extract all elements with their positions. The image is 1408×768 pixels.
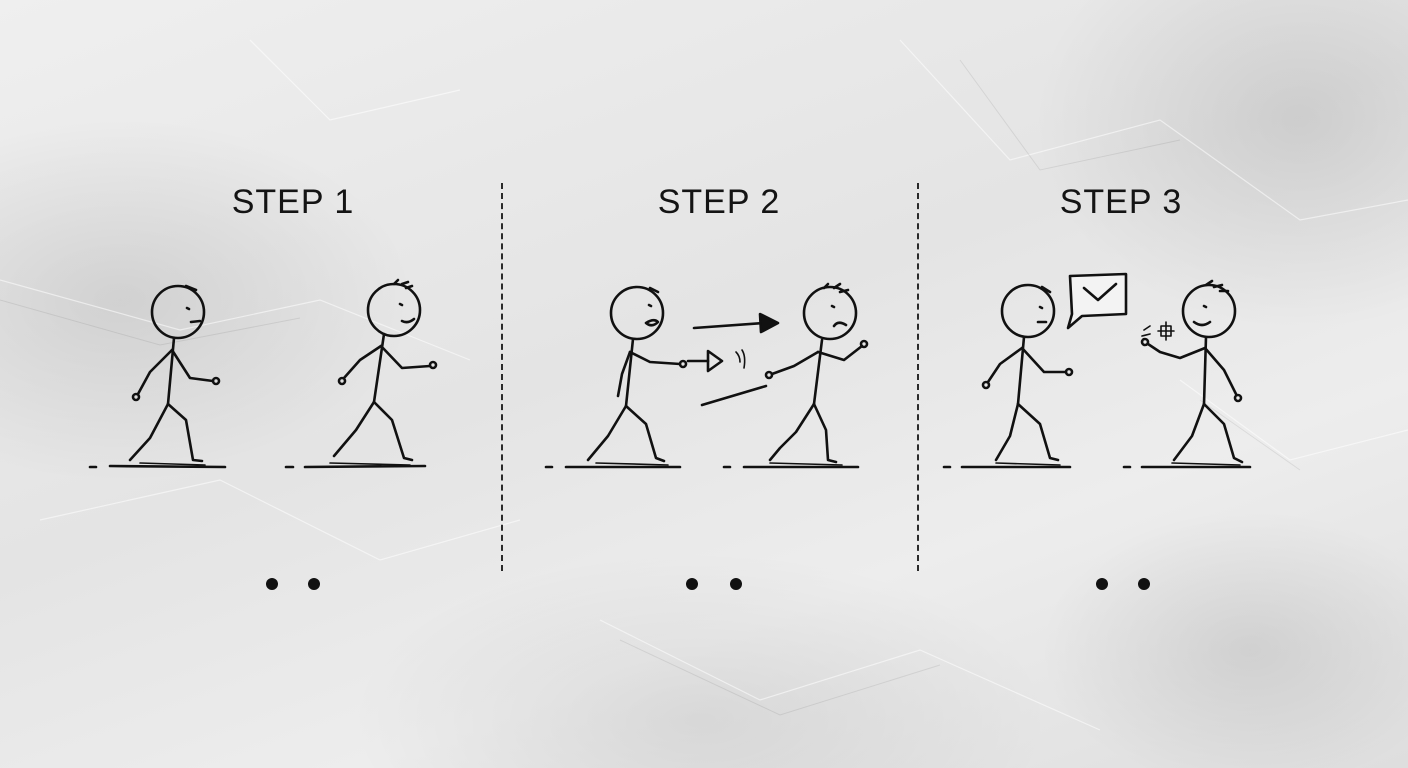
dot xyxy=(1138,578,1150,590)
step-1-person-left xyxy=(88,284,227,469)
step-2-person-left xyxy=(544,285,688,469)
step-3-person-right xyxy=(1122,279,1252,469)
step-1-dots xyxy=(264,578,324,592)
dot xyxy=(686,578,698,590)
step-3-title: STEP 3 xyxy=(1059,183,1183,221)
dot xyxy=(730,578,742,590)
arrow-right-icon xyxy=(692,312,780,334)
step-2-signal xyxy=(686,349,768,407)
dot xyxy=(308,578,320,590)
step-3-dots xyxy=(1094,578,1154,592)
step-3-person-left xyxy=(942,283,1074,469)
step-2-title: STEP 2 xyxy=(657,183,781,221)
divider-1-2 xyxy=(501,183,503,571)
envelope-icon xyxy=(1066,272,1128,330)
step-1-title: STEP 1 xyxy=(231,183,355,221)
dot xyxy=(1096,578,1108,590)
divider-2-3 xyxy=(917,183,919,571)
step-1-person-right xyxy=(284,278,438,469)
step-2-dots xyxy=(684,578,744,592)
step-2-person-right xyxy=(722,282,869,469)
device-icon xyxy=(1141,321,1175,341)
dot xyxy=(266,578,278,590)
